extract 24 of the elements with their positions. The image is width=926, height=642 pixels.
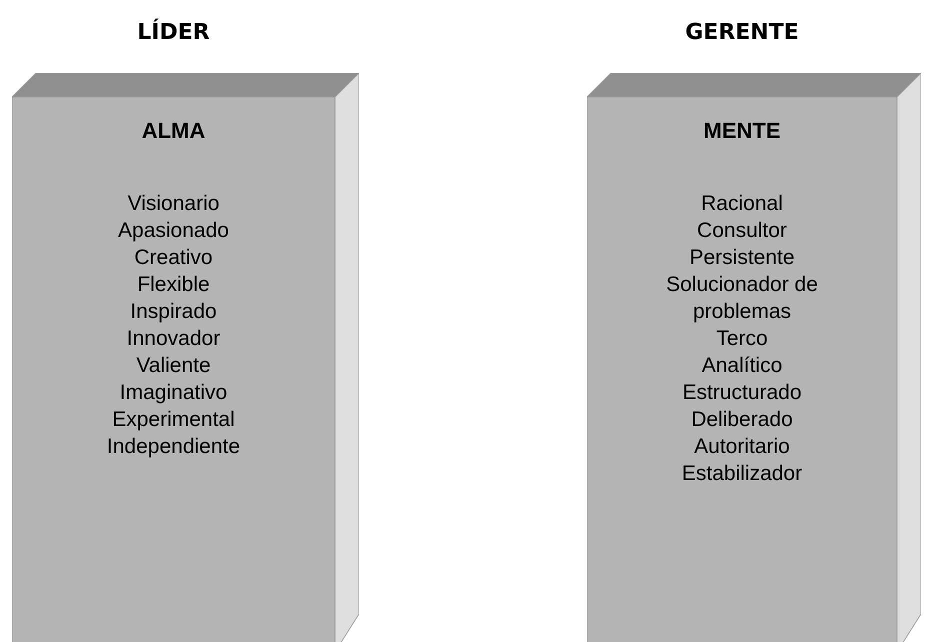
list-item: Solucionador de problemas (665, 272, 819, 325)
list-item: Flexible (137, 272, 210, 298)
list-item: Visionario (128, 191, 220, 217)
list-item: Inspirado (130, 299, 217, 325)
list-item: Experimental (112, 407, 235, 433)
list-item: Creativo (134, 245, 213, 271)
list-item: Deliberado (691, 407, 793, 433)
section-title: MENTE (702, 118, 782, 144)
list-item: Terco (716, 326, 768, 352)
list-item: Racional (701, 191, 783, 217)
heading: LÍDER (136, 20, 211, 45)
list-item: Imaginativo (120, 380, 228, 406)
list-item: Consultor (697, 218, 787, 244)
list-item: Analítico (702, 353, 782, 379)
list-item: Valiente (136, 353, 211, 379)
list-item: Innovador (126, 326, 220, 352)
section-title: ALMA (140, 118, 206, 144)
list-item: Estabilizador (682, 461, 802, 487)
list-item: Independiente (106, 434, 240, 460)
list-item: Estructurado (682, 380, 802, 406)
list-item: Persistente (689, 245, 795, 271)
heading: GERENTE (684, 20, 800, 45)
list-item: Apasionado (118, 218, 229, 244)
list-item: Autoritario (694, 434, 790, 460)
